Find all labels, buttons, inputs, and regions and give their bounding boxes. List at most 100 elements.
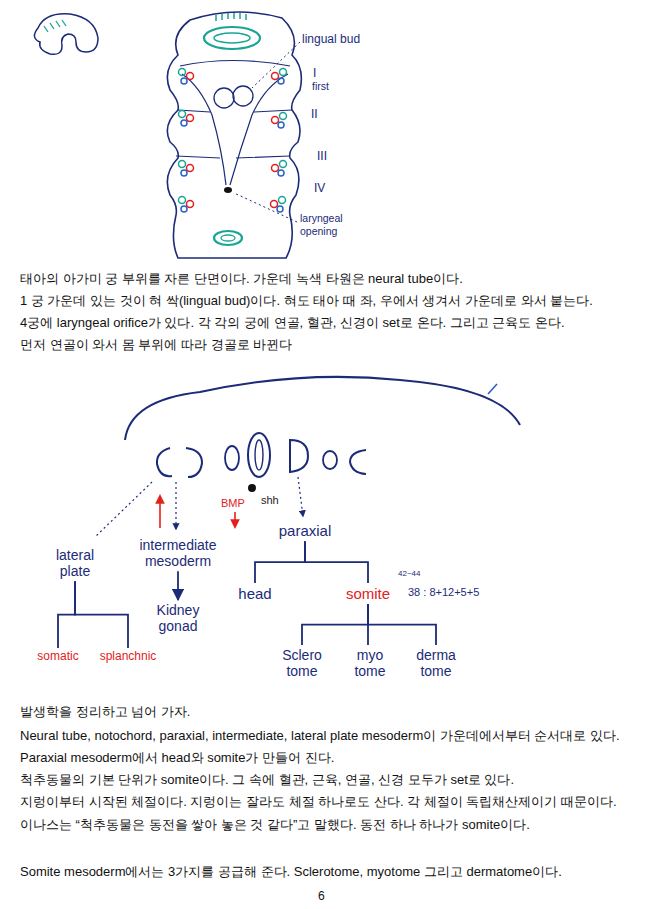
- red-up-arrow: [159, 496, 161, 528]
- cartilage-dot: [179, 111, 186, 118]
- arch-number: I: [313, 66, 316, 80]
- count-note: 38 : 8+12+5+5: [408, 586, 479, 599]
- vessel-dot: [272, 73, 279, 80]
- tree-node: paraxial: [276, 520, 335, 541]
- part-label: lingual bud: [302, 32, 360, 46]
- bottom-tube-lumen: [221, 235, 235, 241]
- nerve-dot: [181, 78, 187, 84]
- paragraph-line: 척추동물의 기본 단위가 somite이다. 그 속에 혈관, 근육, 연골, …: [20, 772, 514, 788]
- nerve-dot: [181, 170, 187, 176]
- lingual-bud: [233, 86, 253, 106]
- neural-tube: [204, 27, 260, 49]
- nerve-dot: [181, 206, 187, 212]
- part-label: laryngeal opening: [300, 212, 343, 237]
- embryo-outline: [125, 377, 520, 440]
- lateral-plate-shape: [350, 450, 366, 474]
- intermediate-shape: [186, 448, 202, 477]
- signal-label: shh: [261, 494, 279, 507]
- paragraph-line: Neural tube, notochord, paraxial, interm…: [20, 728, 620, 744]
- leader-line: [234, 193, 297, 222]
- cartilage-dot: [179, 161, 186, 168]
- tree-node: head: [235, 583, 274, 604]
- neural-tube-lumen: [214, 33, 250, 43]
- leader-line: [252, 42, 300, 88]
- nerve-dot: [278, 170, 284, 176]
- vessel-dot: [272, 117, 279, 124]
- arch-number: III: [317, 149, 327, 163]
- embryo-sketch: [34, 14, 98, 55]
- node-text: derma tome: [416, 647, 456, 679]
- vessel-dot: [187, 115, 194, 122]
- dotted-line: [95, 482, 152, 537]
- paragraph-line: 태아의 아가미 궁 부위를 자른 단면이다. 가운데 녹색 타원은 neural…: [20, 271, 463, 287]
- part-label: first: [312, 80, 329, 93]
- node-text: head: [238, 585, 271, 602]
- tree-connector: [58, 581, 75, 648]
- tree-connector: [255, 541, 305, 583]
- tree-node: derma tome: [413, 645, 459, 681]
- pouch-lines: [176, 110, 292, 158]
- paragraph-line: 발생학을 정리하고 넘어 가자.: [20, 704, 190, 720]
- pharynx-wall: [182, 74, 226, 185]
- tree-node: lateral plate: [53, 545, 97, 581]
- lingual-bud: [214, 88, 234, 108]
- paragraph-line: 4궁에 laryngeal orifice가 있다. 각 각의 궁에 연골, 혈…: [20, 315, 565, 331]
- tree-connector: [302, 604, 368, 645]
- somite-shape: [290, 440, 308, 472]
- bottom-tube: [214, 231, 242, 245]
- dotted-arrow: [175, 482, 176, 529]
- cartilage-dot: [279, 197, 286, 204]
- paragraph-line: Paraxial mesoderm에서 head와 somite가 만들어 진다…: [20, 750, 334, 766]
- bmp-arrow: [234, 512, 236, 527]
- dotted-arrow: [298, 477, 303, 516]
- cartilage-dot: [179, 197, 186, 204]
- paragraph-line: 이나스는 “척추동물은 동전을 쌓아 놓은 것 같다”고 말했다. 동전 하나 …: [20, 817, 530, 833]
- tree-node: somite: [343, 583, 393, 604]
- paragraph-line: 먼저 연골이 와서 몸 부위에 따라 경골로 바뀐다: [20, 337, 292, 353]
- vessel-dot: [272, 165, 279, 172]
- tree-connector: [177, 571, 179, 600]
- arch-number: IV: [314, 181, 325, 195]
- tree-node: Sclero tome: [279, 645, 325, 681]
- tree-connector: [305, 541, 368, 583]
- nerve-dot: [181, 120, 187, 126]
- vessel-dot: [187, 73, 194, 80]
- cartilage-dot: [280, 113, 287, 120]
- tree-node: somatic: [34, 648, 81, 666]
- node-text: myo tome: [354, 647, 385, 679]
- tree-node: myo tome: [351, 645, 388, 681]
- node-text: somite: [346, 585, 390, 602]
- section-outline: [167, 12, 301, 258]
- node-text: splanchnic: [100, 650, 157, 664]
- node-text: lateral plate: [56, 547, 94, 579]
- vessel-dot: [187, 165, 194, 172]
- somite-shape: [225, 446, 239, 470]
- neural-tube-lumen: [255, 440, 263, 470]
- paragraph-line: Somite mesoderm에서는 3가지를 공급해 준다. Scleroto…: [20, 864, 562, 880]
- cartilage-dot: [280, 69, 287, 76]
- intermediate-shape: [323, 451, 337, 469]
- node-text: intermediate mesoderm: [139, 537, 216, 569]
- notochord: [248, 484, 256, 492]
- pharynx-wall: [230, 74, 288, 185]
- node-text: paraxial: [279, 522, 332, 539]
- node-text: somatic: [37, 650, 78, 664]
- page-number: 6: [318, 889, 325, 903]
- cartilage-dot: [179, 69, 186, 76]
- tree-node: splanchnic: [97, 648, 160, 666]
- signal-label: BMP: [221, 497, 245, 510]
- paragraph-line: 1 궁 가운데 있는 것이 혀 싹(lingual bud)이다. 혀도 태아 …: [20, 293, 593, 309]
- tree-connector: [368, 604, 436, 645]
- lateral-plate-shape: [157, 448, 172, 476]
- nerve-dot: [278, 122, 284, 128]
- arch-number: II: [311, 107, 318, 121]
- tree-node: Kidney gonad: [154, 600, 203, 636]
- green-hatch: [216, 13, 246, 21]
- paragraph-line: 지렁이부터 시작된 체절이다. 지렁이는 잘라도 체절 하나로도 산다. 각 체…: [20, 794, 617, 810]
- pharynx-roof: [180, 61, 290, 67]
- blue-tick: [488, 384, 497, 394]
- vessel-dot: [271, 201, 278, 208]
- arch-marks: [44, 20, 66, 32]
- vessel-dot: [187, 201, 194, 208]
